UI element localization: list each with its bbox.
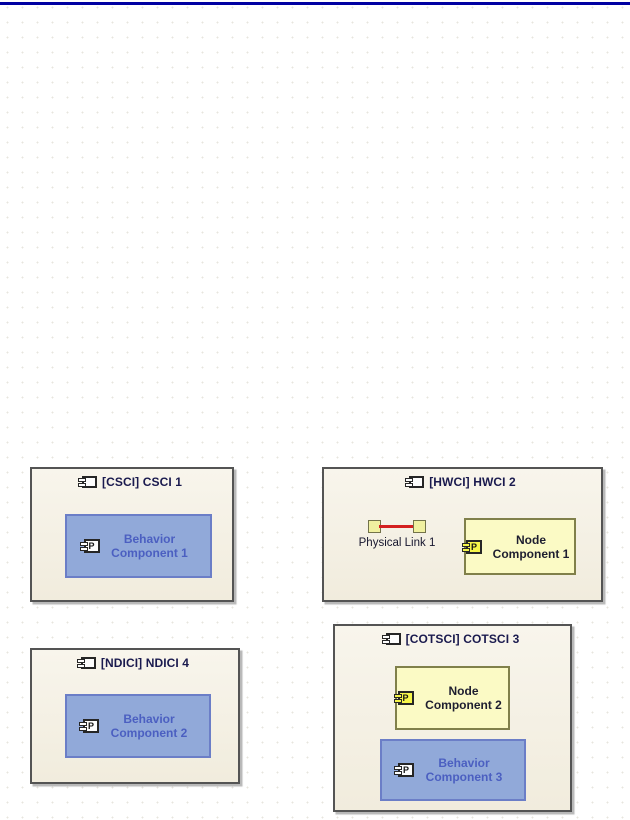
icon-letter: P [402,765,409,775]
icon-letter: P [87,721,94,731]
node-component-2-label: Node Component 2 [425,684,502,712]
icon-letter: P [88,541,95,551]
container-ndici4-title: [NDICI] NDICI 4 [100,656,190,670]
component-icon [78,476,97,488]
part-component-icon: P [393,691,414,705]
container-hwci2[interactable]: [HWCI] HWCI 2 Physical Link 1 P Node Com… [322,467,603,602]
container-cotsci3-header: [COTSCI] COTSCI 3 [335,626,570,647]
physical-link-graphic [368,519,426,533]
link-line [379,525,415,528]
part-component-icon: P [394,763,414,777]
component-icon [381,633,401,645]
behavior-component-2-label: Behavior Component 2 [110,712,188,740]
node-component-1-label: Node Component 1 [492,532,570,561]
node-component-2[interactable]: P Node Component 2 [393,666,510,730]
container-cotsci3-title: [COTSCI] COTSCI 3 [405,632,520,646]
node-component-1[interactable]: P Node Component 1 [462,518,576,575]
part-component-icon: P [79,719,99,733]
behavior-component-3[interactable]: P Behavior Component 3 [380,739,526,801]
container-hwci2-title: [HWCI] HWCI 2 [429,475,516,489]
behavior-component-3-label: Behavior Component 3 [425,756,503,784]
page-top-rule [0,2,630,5]
behavior-component-1[interactable]: P Behavior Component 1 [65,514,212,578]
physical-link-1-label: Physical Link 1 [358,537,436,549]
container-cotsci3[interactable]: [COTSCI] COTSCI 3 P Node Component 2 P B… [333,624,572,812]
link-endpoint-square-right [413,520,426,533]
container-hwci2-header: [HWCI] HWCI 2 [324,469,601,490]
component-icon [405,476,425,488]
icon-letter: P [470,541,477,552]
container-csci1[interactable]: [CSCI] CSCI 1 P Behavior Component 1 [30,467,234,602]
part-component-icon: P [462,539,482,554]
container-csci1-title: [CSCI] CSCI 1 [102,475,182,489]
physical-link-1[interactable]: Physical Link 1 [342,519,452,549]
part-component-icon: P [79,539,100,553]
behavior-component-1-label: Behavior Component 1 [111,532,188,560]
container-ndici4[interactable]: [NDICI] NDICI 4 P Behavior Component 2 [30,648,240,784]
container-ndici4-header: [NDICI] NDICI 4 [32,650,238,671]
icon-letter: P [402,693,409,703]
container-csci1-header: [CSCI] CSCI 1 [32,469,232,490]
component-icon [76,657,96,669]
behavior-component-2[interactable]: P Behavior Component 2 [65,694,211,758]
